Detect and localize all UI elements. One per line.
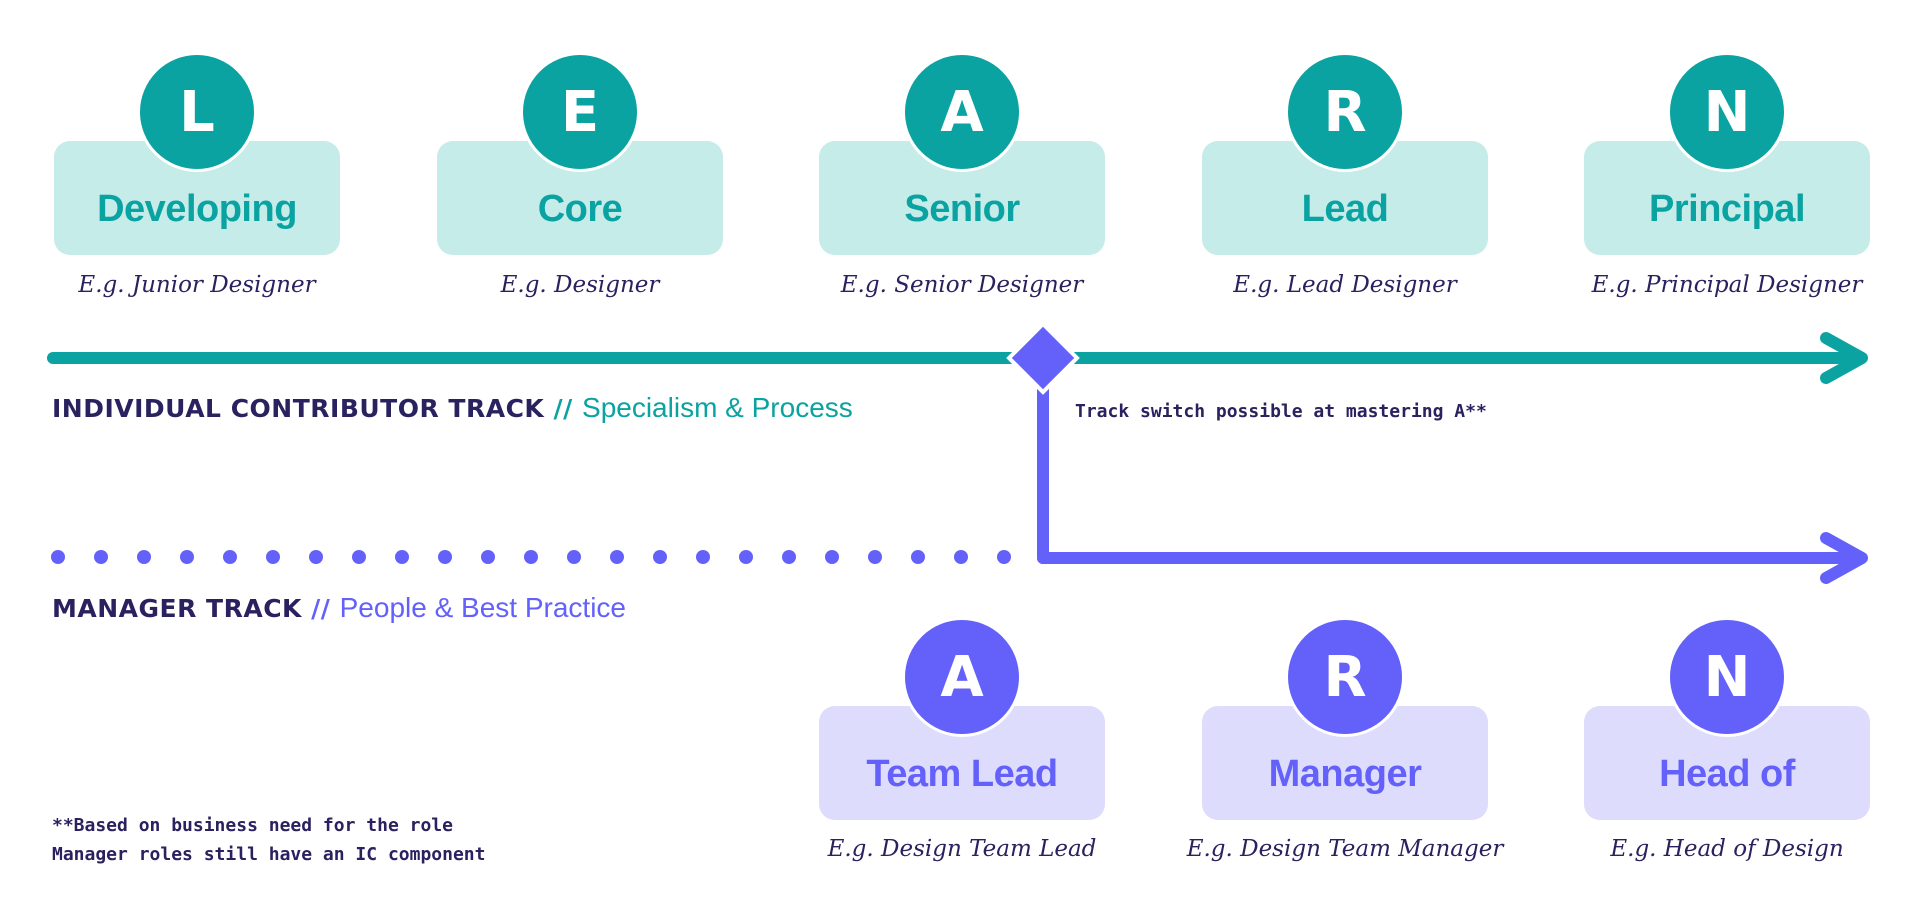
track-dot xyxy=(51,550,65,564)
manager-track-label: MANAGER TRACK // People & Best Practice xyxy=(52,592,626,624)
manager-level-example: E.g. Design Team Manager xyxy=(1186,836,1504,862)
track-switch-diamond xyxy=(1006,321,1080,395)
footnote-business-need: **Based on business need for the role xyxy=(52,815,453,836)
track-dot xyxy=(911,550,925,564)
track-dot xyxy=(180,550,194,564)
manager-track-name: MANAGER TRACK xyxy=(52,594,302,623)
manager-track-arrowhead xyxy=(1820,532,1868,584)
ic-level-title: Developing xyxy=(97,188,297,230)
track-dot xyxy=(223,550,237,564)
track-dot xyxy=(782,550,796,564)
track-dot xyxy=(868,550,882,564)
track-dot xyxy=(997,550,1011,564)
track-dot xyxy=(352,550,366,564)
manager-level-card: Team Lead xyxy=(819,706,1105,820)
ic-level-letter-badge: E xyxy=(520,52,640,172)
manager-level-example: E.g. Design Team Lead xyxy=(827,836,1097,862)
ic-level-title: Lead xyxy=(1301,188,1389,230)
ic-level-letter-badge: R xyxy=(1285,52,1405,172)
manager-level-letter-badge: N xyxy=(1667,617,1787,737)
track-dot xyxy=(309,550,323,564)
manager-track-separator: // xyxy=(311,594,331,623)
manager-level-title: Head of xyxy=(1659,753,1795,795)
track-dot xyxy=(137,550,151,564)
track-dot xyxy=(825,550,839,564)
track-dot xyxy=(739,550,753,564)
track-dot xyxy=(395,550,409,564)
ic-level-example: E.g. Designer xyxy=(500,272,660,298)
track-dot xyxy=(266,550,280,564)
track-dot xyxy=(954,550,968,564)
track-dot xyxy=(653,550,667,564)
ic-track-label: INDIVIDUAL CONTRIBUTOR TRACK // Speciali… xyxy=(52,392,853,424)
ic-level-title: Principal xyxy=(1649,188,1806,230)
track-dot xyxy=(94,550,108,564)
manager-level-title: Team Lead xyxy=(866,753,1058,795)
manager-level-letter-badge: A xyxy=(902,617,1022,737)
manager-track-subtitle: People & Best Practice xyxy=(339,592,626,623)
ic-level-title: Core xyxy=(537,188,623,230)
ic-level-example: E.g. Senior Designer xyxy=(840,272,1084,298)
manager-level-letter-badge: R xyxy=(1285,617,1405,737)
track-dot xyxy=(481,550,495,564)
track-dot xyxy=(524,550,538,564)
ic-level-letter-badge: N xyxy=(1667,52,1787,172)
manager-level-title: Manager xyxy=(1268,753,1422,795)
ic-level-title: Senior xyxy=(904,188,1020,230)
ic-track-name: INDIVIDUAL CONTRIBUTOR TRACK xyxy=(52,394,545,423)
track-dot xyxy=(567,550,581,564)
ic-track-separator: // xyxy=(553,394,573,423)
track-dot xyxy=(438,550,452,564)
track-switch-note: Track switch possible at mastering A** xyxy=(1075,401,1487,422)
ic-track-subtitle: Specialism & Process xyxy=(582,392,853,423)
ic-level-example: E.g. Junior Designer xyxy=(78,272,316,298)
track-dot xyxy=(696,550,710,564)
ic-track-arrowhead xyxy=(1820,332,1868,384)
ic-level-example: E.g. Principal Designer xyxy=(1591,272,1863,298)
ic-level-letter-badge: L xyxy=(137,52,257,172)
ic-level-example: E.g. Lead Designer xyxy=(1233,272,1457,298)
footnote-manager-ic: Manager roles still have an IC component xyxy=(52,844,486,865)
manager-track-dotted-line xyxy=(51,550,1011,564)
track-dot xyxy=(610,550,624,564)
ic-level-letter-badge: A xyxy=(902,52,1022,172)
manager-level-example: E.g. Head of Design xyxy=(1610,836,1844,862)
